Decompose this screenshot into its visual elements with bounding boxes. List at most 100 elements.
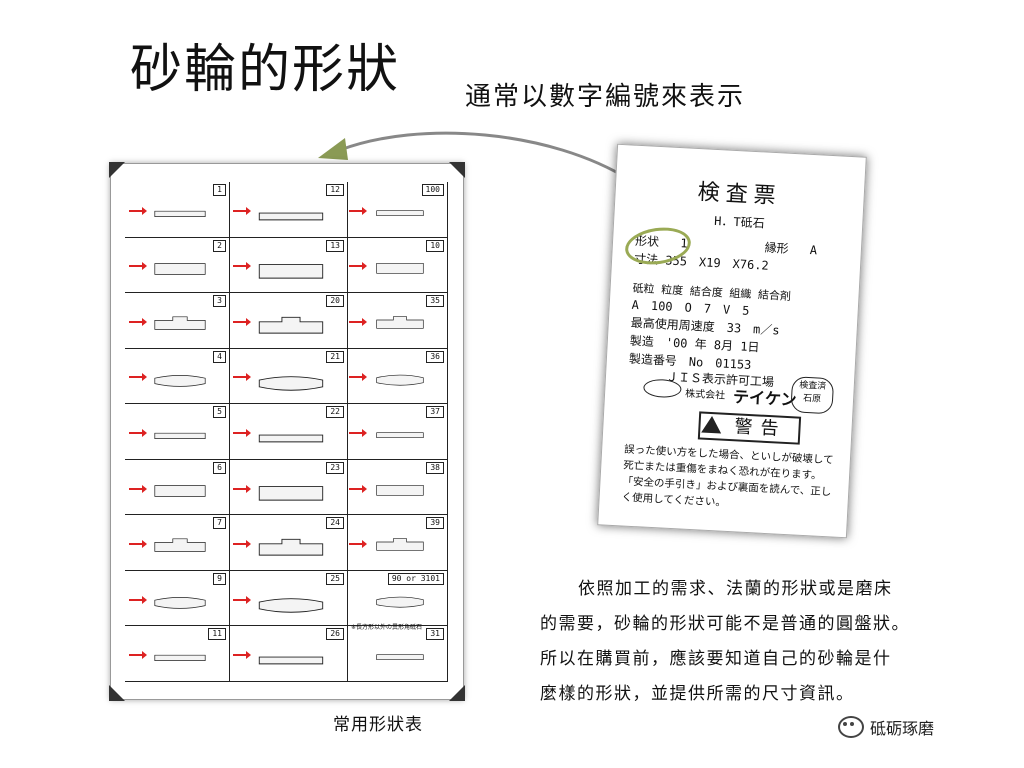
- red-arrow-icon: [349, 428, 367, 437]
- chart-note: ※長方形以外の異形角砥石: [351, 624, 423, 631]
- wheel-shape-drawing: [154, 316, 206, 330]
- chart-cell: 5: [125, 404, 229, 460]
- wechat-icon: [838, 716, 864, 738]
- chart-cell: 100: [347, 182, 447, 238]
- chart-cell: 3: [125, 293, 229, 349]
- wheel-shape-drawing: [154, 597, 206, 609]
- wheel-shape-drawing: [154, 485, 206, 497]
- shape-number: 5: [213, 406, 226, 419]
- company-brand: テイケン: [732, 387, 798, 410]
- chart-cell: 36: [347, 349, 447, 405]
- chart-cell: 38: [347, 460, 447, 516]
- red-arrow-icon: [129, 206, 147, 215]
- chart-cell: 22: [229, 404, 347, 460]
- description-line: 麼樣的形狀，並提供所需的尺寸資訊。: [540, 684, 855, 704]
- card-title: 検査票: [697, 180, 783, 210]
- shape-number: 1: [213, 184, 226, 196]
- shape-number: 37: [426, 406, 444, 419]
- wheel-shape-drawing: [376, 654, 424, 661]
- wheel-shape-drawing: [258, 485, 324, 501]
- red-arrow-icon: [129, 595, 147, 604]
- chart-cell: 1: [125, 182, 229, 238]
- chart-cell: 24: [229, 515, 347, 571]
- warning-title: 警告: [733, 416, 787, 440]
- chart-cell: 20: [229, 293, 347, 349]
- red-arrow-icon: [233, 540, 251, 549]
- photo-corner: [449, 685, 465, 701]
- wheel-shape-drawing: [376, 538, 424, 551]
- photo-corner: [449, 162, 465, 178]
- red-arrow-icon: [233, 651, 251, 660]
- shape-number: 31: [426, 628, 444, 641]
- shape-number: 3: [213, 295, 226, 308]
- shape-number: 26: [326, 628, 344, 641]
- description-line: 的需要，砂輪的形狀可能不是普通的圓盤狀。: [540, 614, 910, 634]
- red-arrow-icon: [129, 484, 147, 493]
- wheel-shape-drawing: [376, 596, 424, 608]
- shape-number: 11: [208, 628, 226, 641]
- chart-cell: 26: [229, 626, 347, 682]
- shape-number: 39: [426, 517, 444, 530]
- watermark: 砥砺琢磨: [838, 715, 934, 739]
- warning-icon: [701, 415, 723, 434]
- shape-number: 24: [326, 517, 344, 530]
- pointer-arrow: [318, 131, 631, 182]
- red-arrow-icon: [129, 373, 147, 382]
- red-arrow-icon: [129, 317, 147, 326]
- description-line: 所以在購買前，應該要知道自己的砂輪是什: [540, 649, 892, 669]
- edge-label: 縁形: [764, 240, 790, 256]
- red-arrow-icon: [349, 317, 367, 326]
- shape-number: 6: [213, 461, 226, 474]
- wheel-shape-drawing: [258, 434, 324, 443]
- wheel-shape-drawing: [154, 374, 206, 387]
- wheel-shape-drawing: [376, 432, 424, 439]
- inspection-card: 検査票 H．T砥石 形状 1 縁形 A 寸法 355 X19 X76.2 砥粒 …: [597, 143, 867, 539]
- shape-number: 25: [326, 572, 344, 585]
- wheel-shape-drawing: [376, 316, 424, 329]
- red-arrow-icon: [129, 428, 147, 437]
- shape-number: 9: [213, 572, 226, 585]
- shape-number: 7: [213, 517, 226, 530]
- shape-number: 23: [326, 461, 344, 474]
- edge-value: A: [809, 242, 818, 258]
- shape-number: 21: [326, 350, 344, 363]
- stamp-line2: 石原: [802, 393, 822, 405]
- chart-cell: 90 or 3101: [347, 571, 447, 627]
- chart-cell: 21: [229, 349, 347, 405]
- wheel-shape-drawing: [154, 433, 206, 440]
- wheel-shape-drawing: [258, 212, 324, 221]
- red-arrow-icon: [233, 484, 251, 493]
- company-prefix: 株式会社: [684, 388, 726, 402]
- shape-number: 38: [426, 461, 444, 474]
- red-arrow-icon: [233, 262, 251, 271]
- chart-cell: 23: [229, 460, 347, 516]
- stamp-line1: 検査済: [798, 380, 827, 392]
- wheel-shape-drawing: [376, 374, 424, 386]
- chart-cell: 37: [347, 404, 447, 460]
- shape-number: 100: [421, 184, 444, 196]
- chart-cell: 13: [229, 238, 347, 294]
- red-arrow-icon: [233, 595, 251, 604]
- wheel-shape-drawing: [376, 262, 424, 274]
- wheel-shape-drawing: [258, 316, 324, 334]
- chart-cell: 12: [229, 182, 347, 238]
- chart-cell: 35: [347, 293, 447, 349]
- chart-cell: 4: [125, 349, 229, 405]
- wheel-shape-drawing: [258, 657, 324, 665]
- red-arrow-icon: [233, 317, 251, 326]
- shape-number: 36: [426, 350, 444, 363]
- chart-cell: 7: [125, 515, 229, 571]
- photo-corner: [109, 685, 125, 701]
- wheel-shape-drawing: [258, 598, 324, 613]
- chart-cell: 39: [347, 515, 447, 571]
- shape-number: 10: [426, 239, 444, 252]
- inspection-stamp: 検査済 石原: [790, 376, 835, 415]
- wheel-shape-drawing: [154, 538, 206, 553]
- photo-corner: [109, 162, 125, 178]
- page-title: 砂輪的形狀: [130, 40, 401, 100]
- page-subtitle: 通常以數字編號來表示: [465, 82, 746, 112]
